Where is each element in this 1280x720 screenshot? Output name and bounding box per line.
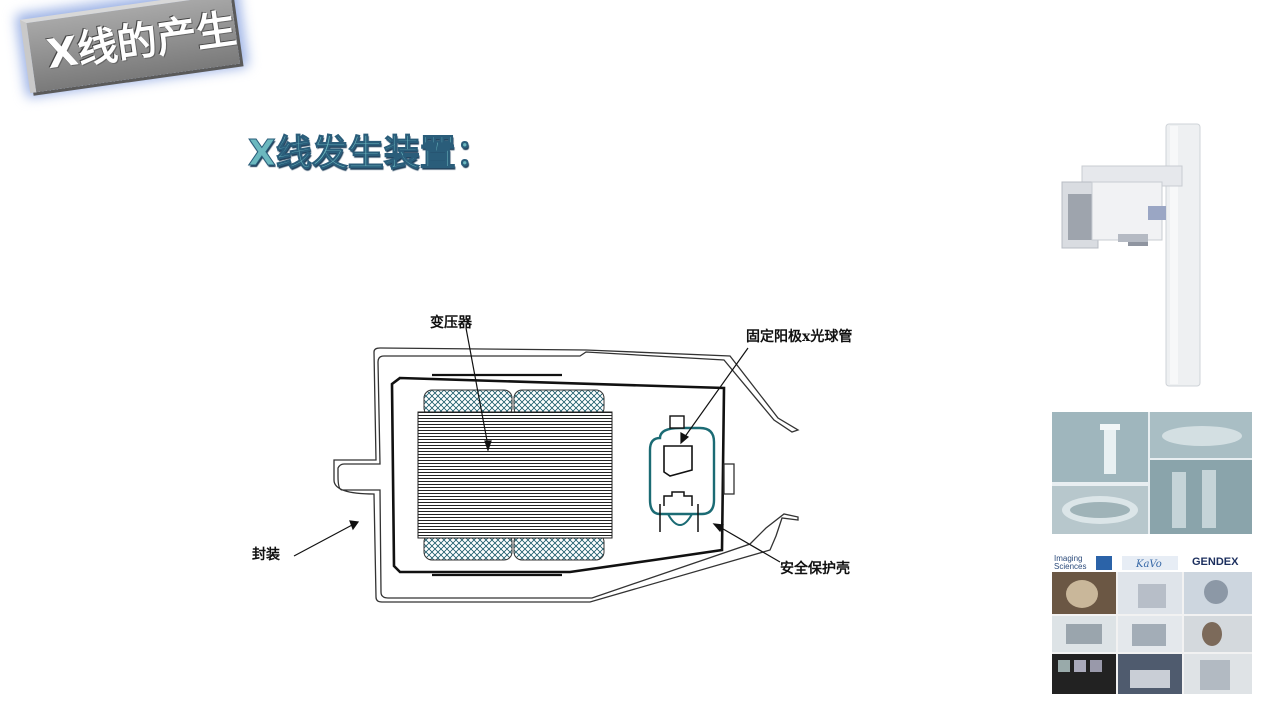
xray-machine-drawing — [1061, 123, 1201, 387]
radiograph-drawing — [1052, 412, 1252, 534]
dental-radiograph-collage — [1052, 412, 1252, 534]
label-shell: 安全保护壳 — [780, 561, 850, 577]
xray-tube — [648, 415, 735, 532]
brand-product-collage: KaVo Imaging Sciences GENDEX — [1052, 554, 1252, 694]
svg-text:KaVo: KaVo — [1135, 559, 1162, 570]
xray-machine-photo — [1052, 122, 1202, 390]
leader-lines — [293, 327, 781, 563]
brand-gendex-label: GENDEX — [1192, 556, 1239, 568]
label-housing: 封装 — [252, 547, 280, 563]
brand-collage-drawing: KaVo — [1052, 554, 1252, 694]
xray-generator-diagram: 变压器 固定阳极x光球管 封装 安全保护壳 — [240, 300, 860, 624]
housing-brackets — [432, 373, 562, 577]
brand-imaging-text: Imaging — [1054, 554, 1083, 563]
diagram-drawing — [293, 327, 800, 603]
slide-subtitle: X线发生装置： — [248, 133, 493, 175]
brand-sciences-text: Sciences — [1054, 562, 1087, 571]
title-tag: X线的产生 — [15, 0, 249, 98]
transformer — [417, 389, 613, 561]
label-transformer: 变压器 — [430, 315, 472, 331]
outer-casing — [333, 347, 800, 603]
label-xray-tube: 固定阳极x光球管 — [746, 329, 853, 345]
inner-housing — [390, 376, 726, 574]
brand-imaging-label: Imaging Sciences — [1054, 555, 1086, 571]
